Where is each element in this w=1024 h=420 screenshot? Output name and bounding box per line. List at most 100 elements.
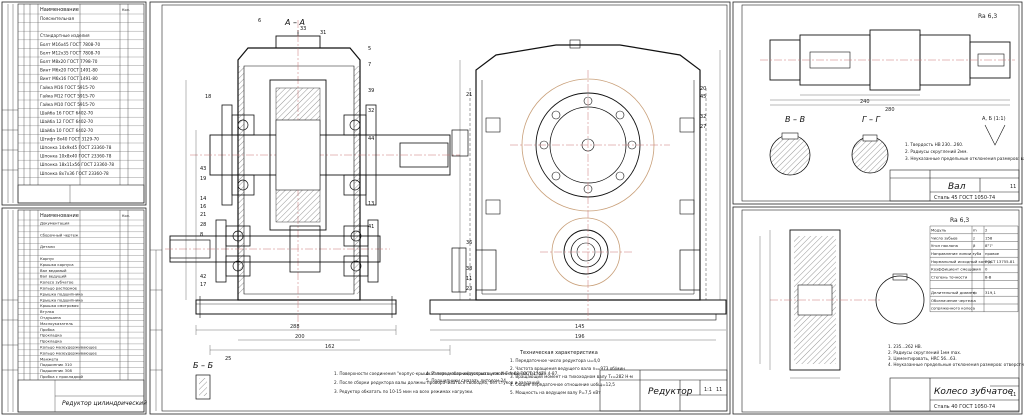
spec2-row: Корпус [40,256,54,261]
gear-title: Колесо зубчатое [934,387,1014,397]
spec1-row: Штифт 8х40 ГОСТ 3129-70 [40,136,99,141]
gear-param-symbol: d [973,290,976,295]
spec2-row: Детали [40,244,55,249]
callout-number: 28 [200,222,206,228]
requirement-note: 4. Залить масло индустриальное И-Г-А-68 … [426,371,559,376]
spec2-row: Кольцо мазеудерживающее [40,350,98,355]
callout-number: 17 [200,282,206,288]
shaft-dim-280: 280 [885,107,895,113]
spec2-row: Отдушина [40,315,61,320]
spec2-row: Кольцо мазеудерживающее [40,345,98,350]
spec1-row: Стандартные изделия [40,33,90,38]
callout-number: 31 [320,30,326,36]
gearbox-front-view [429,39,727,321]
shaft-rot-label: А, Б (1:1) [982,116,1006,122]
callout-number: 23 [466,286,472,292]
gear-view [770,229,925,371]
gear-param-name: Делительный диаметр [931,290,977,295]
spec2-row: Вал ведущий [40,274,67,279]
gear-param-symbol: z [973,235,975,240]
spec1-header-name: Наименование [40,7,79,13]
gear-note: 2. Радиусы скруглений 1мм max. [888,350,961,355]
spec-sheet-1-frame [1,1,147,206]
callout-number: 27 [700,124,706,130]
gear-param-name: сопряженного колеса [931,306,975,311]
spec2-row: Сборочный чертеж [40,232,79,237]
callout-number: 13 [368,201,374,207]
spec2-row: Манжета [40,356,58,361]
gear-param-name: Модуль [931,228,947,233]
gear-param-symbol: m [973,228,977,233]
spec1-row: Винт М6х20 ГОСТ 1491-80 [40,68,98,73]
spec2-row: Маслоуказатель [40,321,74,326]
spec2-row: Прокладка [40,339,62,344]
callout-number: 21 [466,92,472,98]
gear-param-name: Обозначение чертежа [931,298,976,303]
gear-param-value: 8°7' [985,243,993,248]
requirement-note: 3. Редуктор обкатать по 10-15 мин на все… [334,389,473,394]
requirement-note: 5. Подшипники смазать литолом-24. [426,378,507,383]
callout-number: 21 [200,212,206,218]
callout-number: 16 [200,204,206,210]
gear-param-name: Нормальный исходный контур [931,259,993,264]
gear-material: Сталь 40 ГОСТ 1050-74 [934,404,995,410]
shaft-sheet-num: 11 [1010,184,1016,190]
shaft-note: 3. Неуказанные предельные отклонения раз… [905,156,1024,161]
callout-number: 45 [700,94,706,100]
spec1-row: Шпонка 8х7х36 ГОСТ 23360-78 [40,171,109,176]
shaft-note: 2. Радиусы скруглений 2мм. [905,149,968,154]
spec1-row: Болт М12х35 ГОСТ 7808-70 [40,50,100,55]
spec2-row: Пробка с прокладкой [40,374,84,379]
shaft-view [760,29,1015,91]
spec2-title: Редуктор цилиндрический [62,400,147,407]
assembly-title: Редуктор [648,387,693,397]
callout-number: 44 [368,136,374,142]
callout-number: 8 [200,232,203,238]
callout-number: 18 [205,94,211,100]
spec2-row: Крышка подшипника [40,297,83,302]
spec2-row: Втулка [40,309,54,314]
dim-162: 162 [325,344,335,350]
gear-param-value: ГОСТ 13755-81 [985,259,1015,264]
spec2-row: Подшипник 310 [40,362,73,367]
requirement-note: 1. Поверхности соединения "корпус-крышка… [334,371,545,376]
gear-roughness: Ra 6,3 [950,217,969,224]
gear-param-symbol: x [973,267,976,272]
technical-note: 1. Передаточное число редуктора u=4,0 [510,358,600,363]
section-aa-label: А – А [284,18,305,27]
callout-number: 20 [700,86,706,92]
gear-sheet-num: 11 [1010,392,1016,398]
callout-number: 38 [466,266,472,272]
callout-number: 11 [466,276,472,282]
gear-param-name: Направление линии зуба [931,251,981,256]
callout-number: 39 [368,88,374,94]
assembly-sheet-frame [149,1,731,415]
tech-title: Техническая характеристика [519,350,598,356]
shaft-note: 1. Твердость НВ 230...260. [905,142,963,147]
technical-note: 2. Частота вращения ведущего вала n₁=973… [510,366,625,371]
shaft-dim-240: 240 [860,99,870,105]
spec1-row: Шайба 12 ГОСТ 6402-70 [40,119,93,124]
dim-front-196: 196 [575,334,585,340]
callout-number: 6 [258,18,261,24]
spec1-row: Винт М6х16 ГОСТ 1491-80 [40,76,98,81]
gear-param-name: Число зубьев [931,235,958,240]
gear-param-name: Степень точности [931,274,968,279]
callout-number: 25 [225,356,231,362]
spec2-row: Прокладка [40,333,62,338]
shaft-title: Вал [948,182,966,192]
callout-number: 32 [368,108,374,114]
callout-number: 7 [368,62,371,68]
callout-number: 36 [466,240,472,246]
spec1-row: Шпонка 10х8х40 ГОСТ 23360-78 [40,154,112,159]
callout-number: 43 [200,166,206,172]
dim-288: 288 [290,324,300,330]
spec2-row: Колесо зубчатое [40,280,74,285]
callout-number: 14 [200,196,206,202]
gear-param-symbol: β [973,243,976,248]
spec-sheet-2-frame [1,207,147,415]
gear-note: 4. Неуказанные предельные отклонения раз… [888,362,1024,367]
spec2-row: Подшипник 308 [40,368,73,373]
